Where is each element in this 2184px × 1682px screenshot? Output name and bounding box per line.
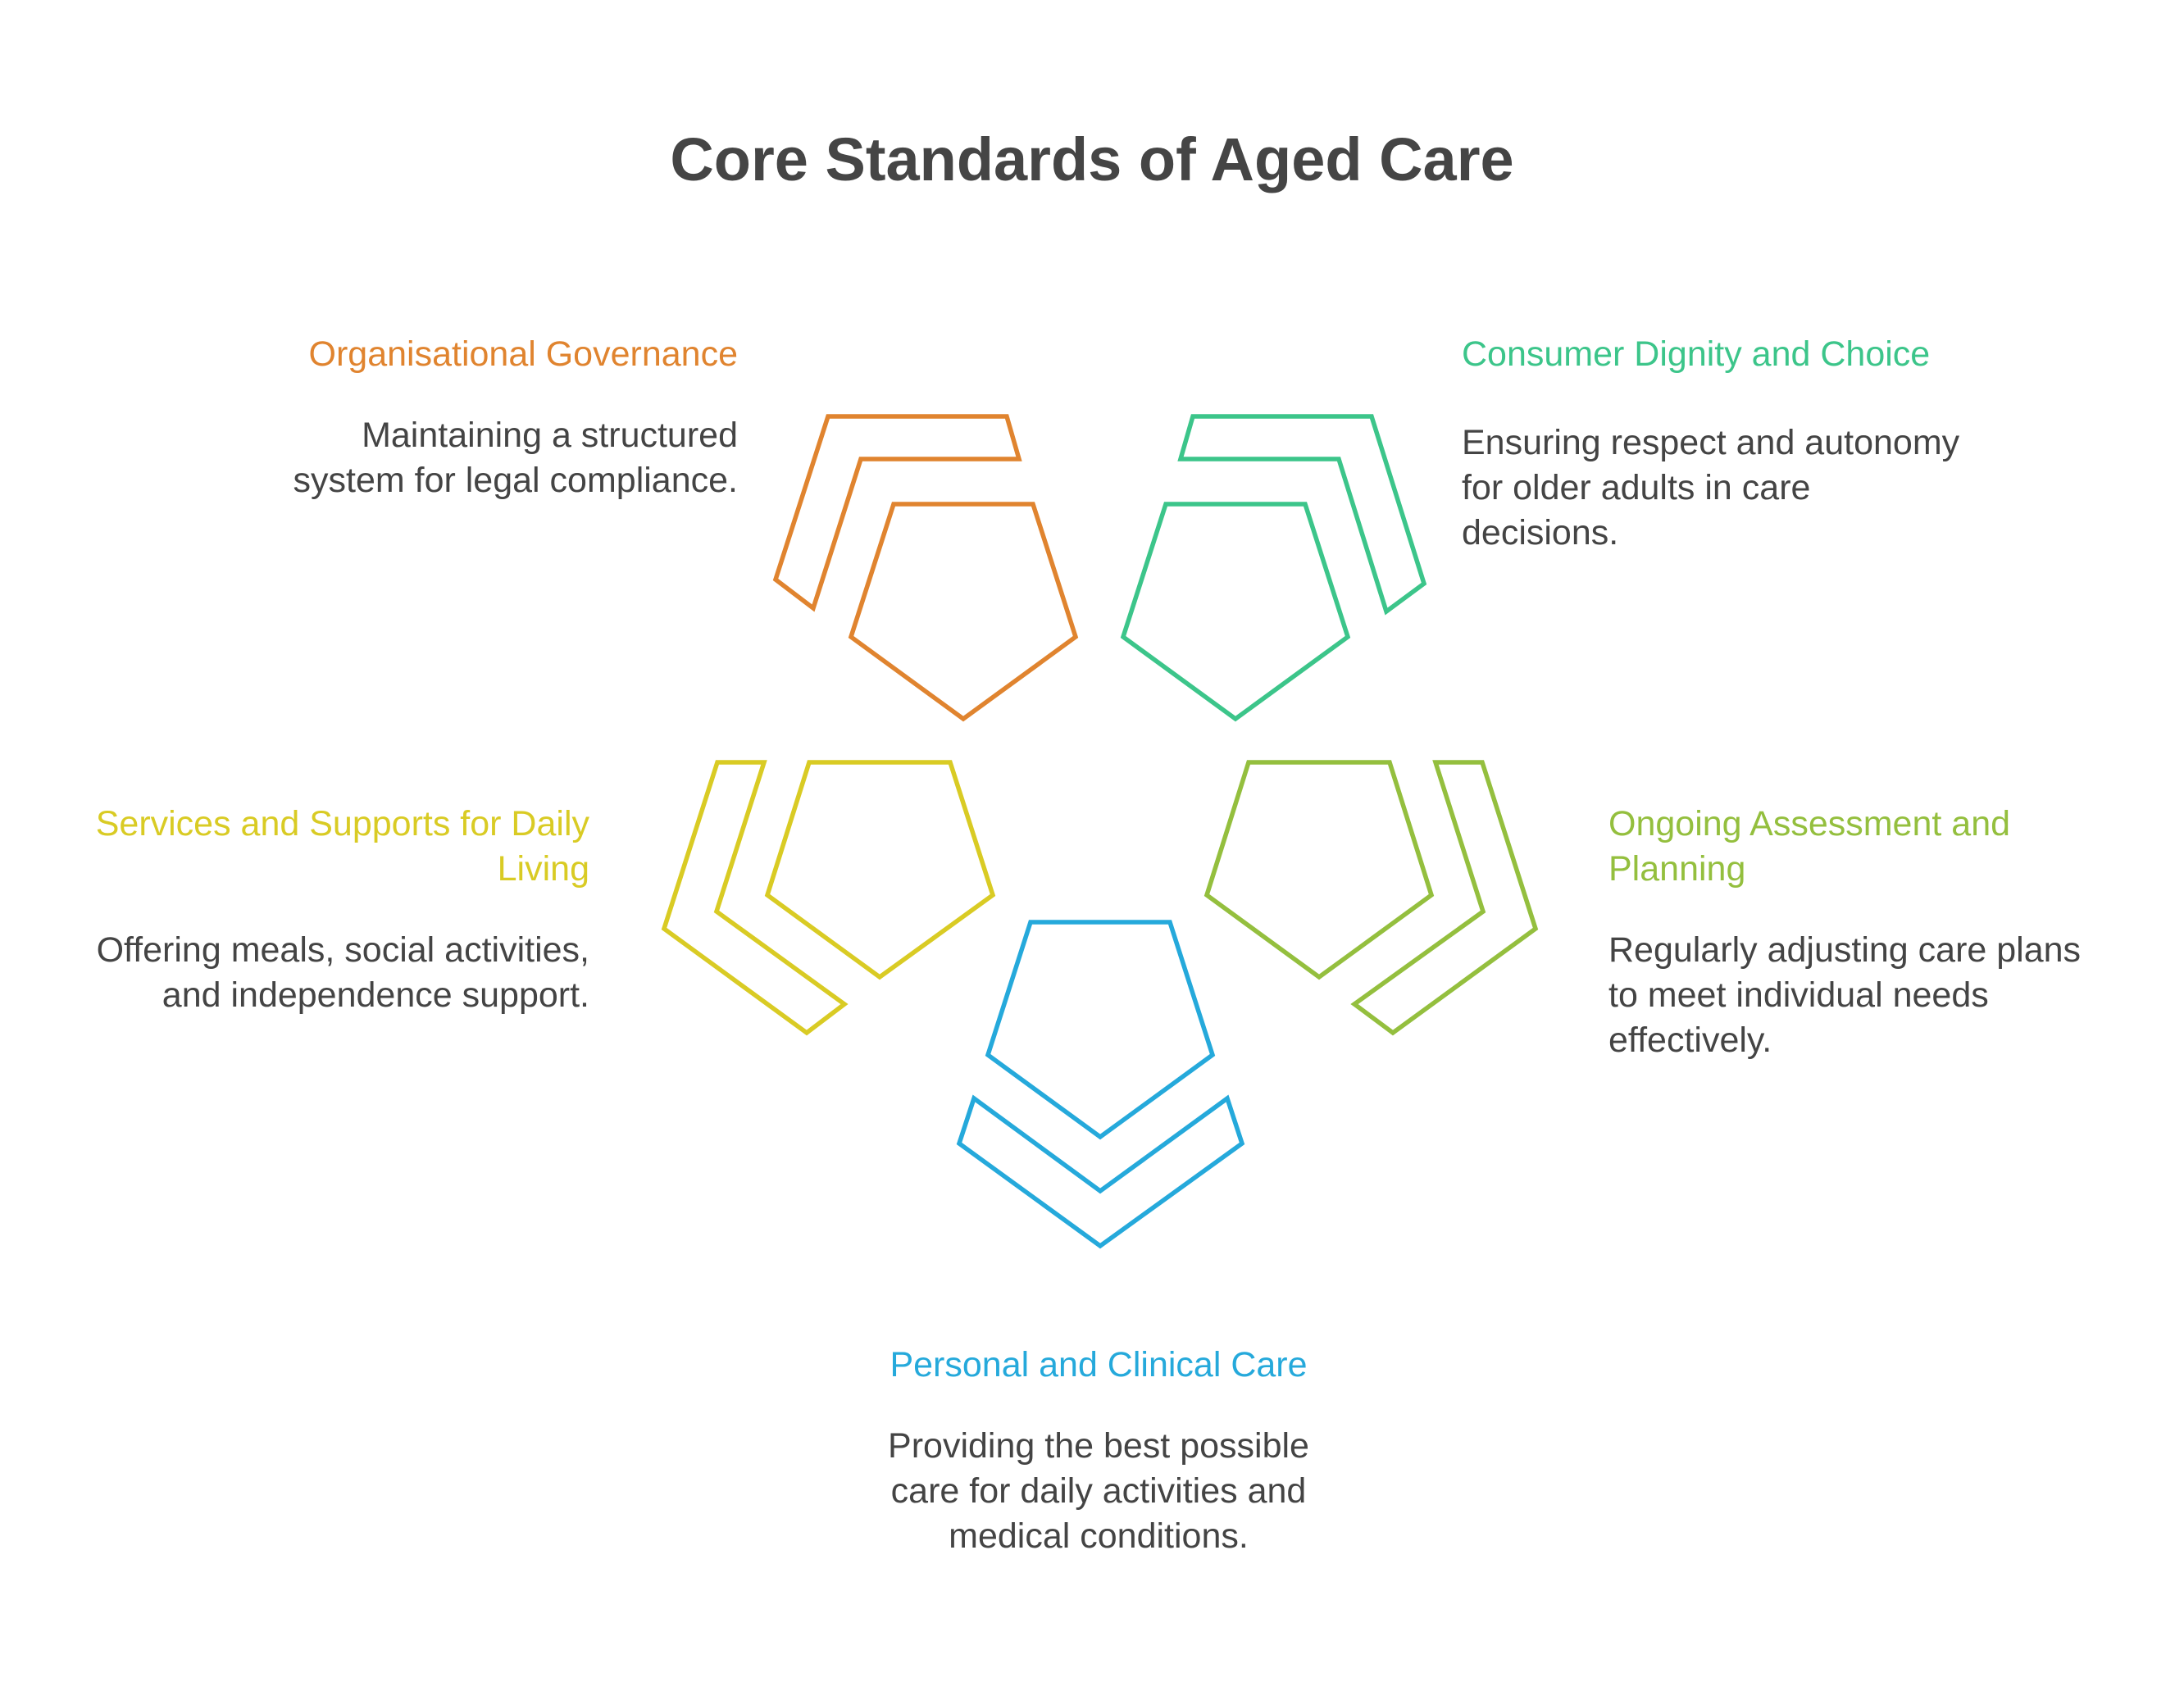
governance-shape	[772, 414, 1079, 722]
assessment-chevron	[1350, 760, 1539, 1036]
page-title: Core Standards of Aged Care	[670, 125, 1514, 193]
clinical-shape	[956, 920, 1245, 1249]
daily-living-description-line: Offering meals, social activities,	[96, 930, 589, 970]
governance-pentagon	[848, 502, 1079, 722]
dignity-description-line: decisions.	[1462, 513, 1619, 552]
dignity-heading: Consumer Dignity and Choice	[1462, 334, 1931, 374]
dignity-description-line: Ensuring respect and autonomy	[1462, 423, 1960, 462]
dignity-block: Consumer Dignity and Choice Ensuring res…	[1462, 332, 2052, 556]
dignity-chevron	[1177, 414, 1427, 616]
daily-living-chevron	[661, 760, 849, 1036]
clinical-heading: Personal and Clinical Care	[890, 1345, 1308, 1384]
dignity-pentagon	[1120, 502, 1351, 722]
governance-heading: Organisational Governance	[308, 334, 738, 374]
assessment-description-line: to meet individual needs	[1608, 975, 1989, 1015]
governance-chevron	[772, 414, 1022, 612]
daily-living-pentagon	[764, 760, 996, 980]
clinical-description-line: Providing the best possible	[888, 1426, 1309, 1466]
clinical-chevron	[956, 1094, 1245, 1249]
assessment-heading-line: Ongoing Assessment and	[1608, 804, 2011, 843]
assessment-description: Regularly adjusting care plans to meet i…	[1608, 928, 2166, 1063]
assessment-shape	[1203, 760, 1539, 1036]
governance-description-line: Maintaining a structured	[362, 416, 738, 455]
clinical-pentagon	[985, 920, 1216, 1140]
daily-living-shape	[661, 760, 996, 1036]
dignity-shape	[1120, 414, 1427, 722]
assessment-heading-line: Planning	[1608, 849, 1746, 889]
governance-block: Organisational Governance Maintaining a …	[164, 332, 739, 503]
daily-living-block: Services and Supports for Daily Living O…	[16, 802, 589, 1018]
daily-living-heading-line: Services and Supports for Daily	[95, 804, 589, 843]
clinical-block: Personal and Clinical Care Providing the…	[820, 1343, 1377, 1559]
dignity-description-line: for older adults in care	[1462, 468, 1811, 507]
clinical-description-line: care for daily activities and	[890, 1471, 1307, 1511]
daily-living-description: Offering meals, social activities, and i…	[16, 928, 589, 1018]
assessment-heading: Ongoing Assessment and Planning	[1608, 802, 2166, 892]
governance-description: Maintaining a structured system for lega…	[164, 413, 739, 503]
governance-description-line: system for legal compliance.	[293, 461, 739, 500]
daily-living-description-line: and independence support.	[162, 975, 589, 1015]
assessment-block: Ongoing Assessment and Planning Regularl…	[1608, 802, 2166, 1063]
dignity-description: Ensuring respect and autonomy for older …	[1462, 420, 2052, 556]
clinical-description-line: medical conditions.	[949, 1516, 1249, 1556]
assessment-description-line: Regularly adjusting care plans	[1608, 930, 2082, 970]
clinical-description: Providing the best possible care for dai…	[820, 1424, 1377, 1559]
assessment-pentagon	[1203, 760, 1435, 980]
daily-living-heading-line: Living	[497, 849, 589, 889]
assessment-description-line: effectively.	[1608, 1021, 1772, 1060]
daily-living-heading: Services and Supports for Daily Living	[16, 802, 589, 892]
